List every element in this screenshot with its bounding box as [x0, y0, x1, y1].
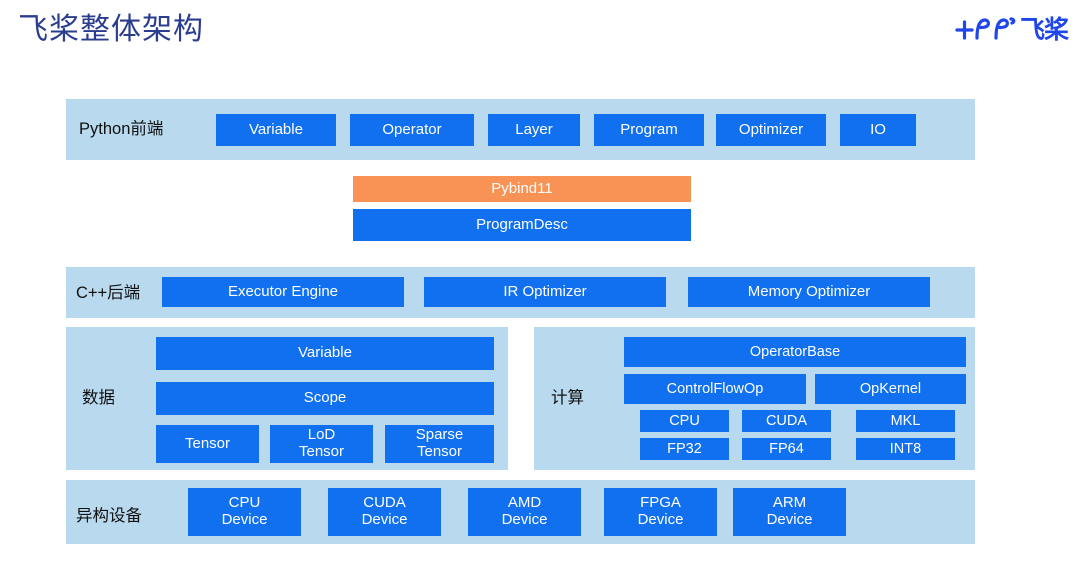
- device-box-2: AMD Device: [468, 488, 581, 536]
- python-frontend-box-2: Layer: [488, 114, 580, 146]
- python-frontend-box-3: Program: [594, 114, 704, 146]
- device-panel-label: 异构设备: [76, 507, 142, 525]
- python-frontend-box-1: Operator: [350, 114, 474, 146]
- compute-panel-box-3: CPU: [640, 410, 729, 432]
- compute-panel-box-2: OpKernel: [815, 374, 966, 404]
- device-box-3: FPGA Device: [604, 488, 717, 536]
- data-panel-box-2: Tensor: [156, 425, 259, 463]
- device-box-4: ARM Device: [733, 488, 846, 536]
- compute-panel-box-7: FP64: [742, 438, 831, 460]
- data-panel-box-4: Sparse Tensor: [385, 425, 494, 463]
- device-box-1: CUDA Device: [328, 488, 441, 536]
- python-frontend-label: Python前端: [79, 120, 164, 138]
- device-box-0: CPU Device: [188, 488, 301, 536]
- paddlepaddle-logo: 飞桨: [955, 10, 1069, 46]
- cpp-backend-box-2: Memory Optimizer: [688, 277, 930, 307]
- cpp-backend-box-0: Executor Engine: [162, 277, 404, 307]
- compute-panel-box-0: OperatorBase: [624, 337, 966, 367]
- cpp-backend-label: C++后端: [76, 284, 141, 302]
- data-panel-box-1: Scope: [156, 382, 494, 415]
- data-panel-label: 数据: [82, 389, 115, 407]
- page-title: 飞桨整体架构: [18, 13, 204, 46]
- data-panel-box-0: Variable: [156, 337, 494, 370]
- compute-panel-box-6: FP32: [640, 438, 729, 460]
- pybind11-box: Pybind11: [353, 176, 691, 202]
- compute-panel-label: 计算: [551, 389, 584, 407]
- paddlepaddle-logo-mark-icon: [955, 13, 1017, 43]
- python-frontend-box-5: IO: [840, 114, 916, 146]
- paddlepaddle-logo-text: 飞桨: [1019, 15, 1069, 44]
- python-frontend-box-4: Optimizer: [716, 114, 826, 146]
- data-panel-box-3: LoD Tensor: [270, 425, 373, 463]
- programdesc-box: ProgramDesc: [353, 209, 691, 241]
- compute-panel-box-8: INT8: [856, 438, 955, 460]
- python-frontend-box-0: Variable: [216, 114, 336, 146]
- cpp-backend-box-1: IR Optimizer: [424, 277, 666, 307]
- compute-panel-box-4: CUDA: [742, 410, 831, 432]
- compute-panel-box-5: MKL: [856, 410, 955, 432]
- compute-panel-box-1: ControlFlowOp: [624, 374, 806, 404]
